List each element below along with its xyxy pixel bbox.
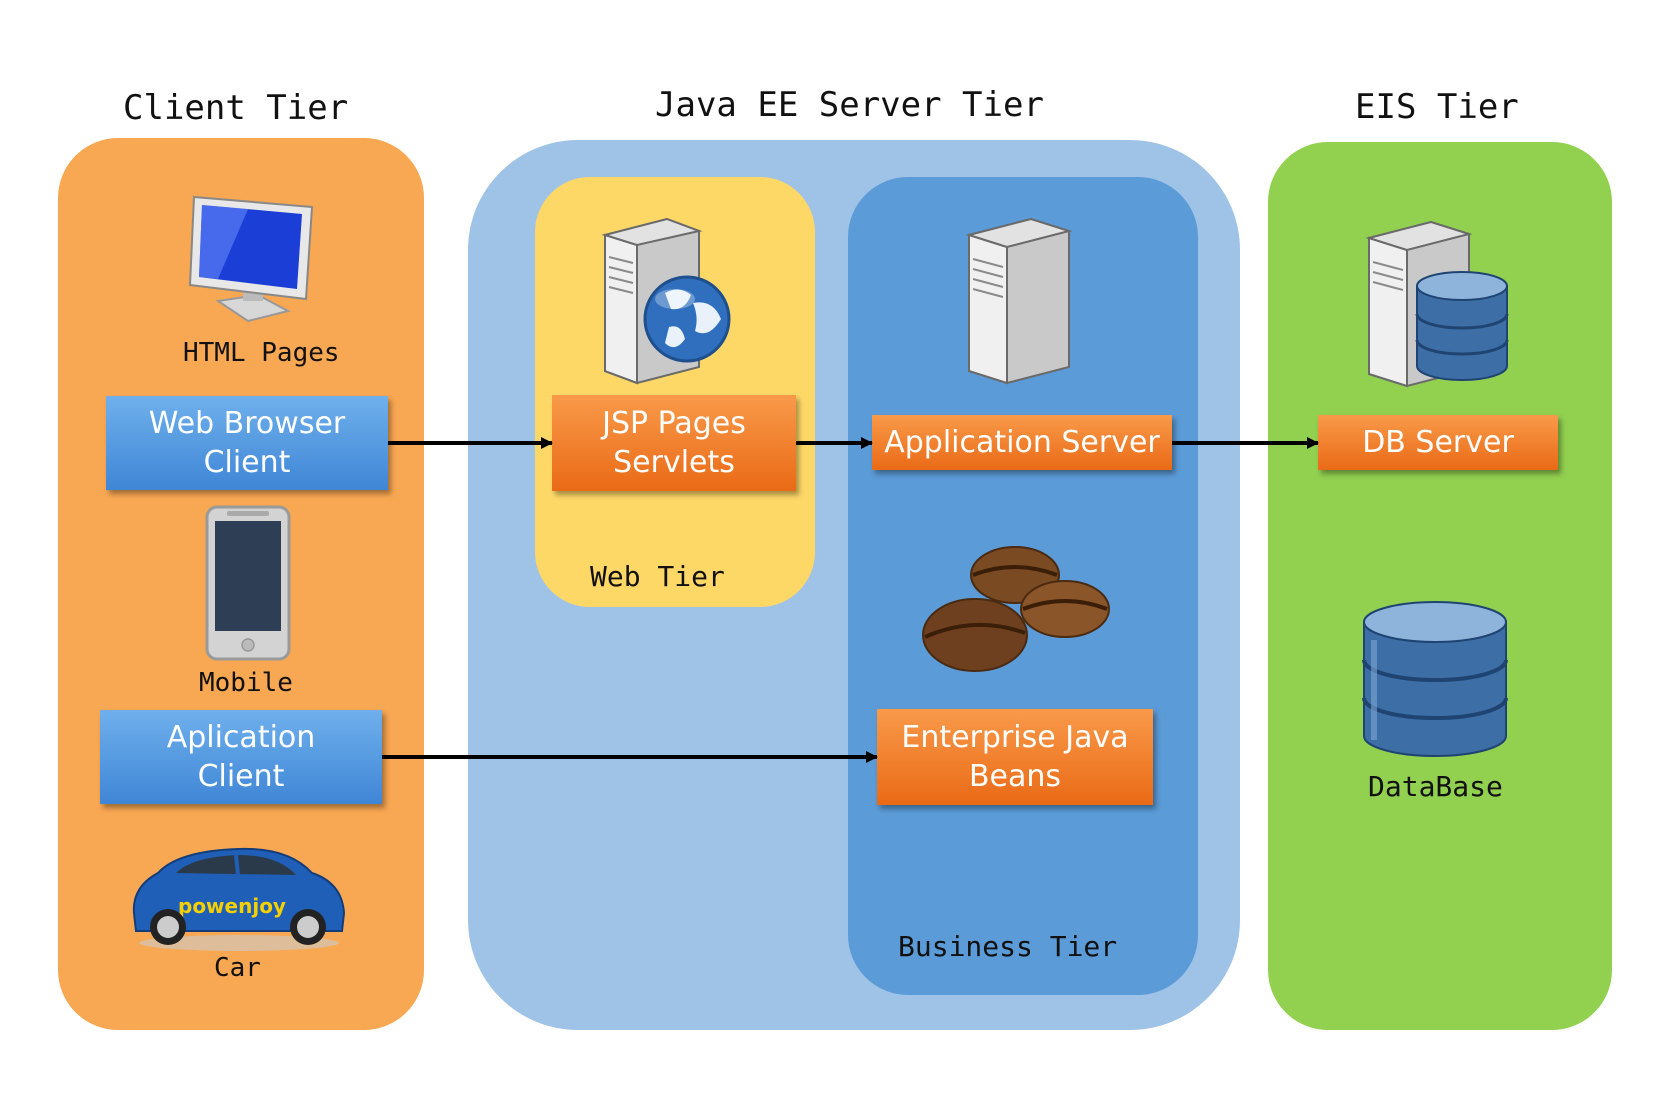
html-pages-label: HTML Pages <box>183 338 340 368</box>
web-server-icon <box>601 217 731 385</box>
application-server-icon <box>965 217 1073 385</box>
business-tier-label: Business Tier <box>898 930 1118 963</box>
car-brand-text: powenjoy <box>178 894 286 918</box>
mobile-label: Mobile <box>199 668 293 698</box>
server-tier-title: Java EE Server Tier <box>655 85 1044 125</box>
database-icon <box>1362 601 1508 757</box>
car-label: Car <box>214 953 261 983</box>
monitor-icon <box>188 195 314 323</box>
mobile-icon <box>205 505 291 661</box>
enterprise-java-beans-box: Enterprise Java Beans <box>877 709 1153 805</box>
application-client-box: Aplication Client <box>100 710 382 804</box>
application-server-box: Application Server <box>872 415 1172 470</box>
coffee-beans-icon <box>922 546 1110 672</box>
eis-tier-title: EIS Tier <box>1355 87 1519 127</box>
web-tier-label: Web Tier <box>590 560 725 593</box>
jsp-servlets-box: JSP Pages Servlets <box>552 395 796 491</box>
client-tier-title: Client Tier <box>123 88 349 128</box>
web-browser-client-box: Web Browser Client <box>106 396 388 490</box>
car-icon: powenjoy <box>132 847 346 951</box>
db-server-box: DB Server <box>1318 415 1558 470</box>
database-label: DataBase <box>1368 770 1503 803</box>
db-server-icon <box>1365 220 1509 388</box>
